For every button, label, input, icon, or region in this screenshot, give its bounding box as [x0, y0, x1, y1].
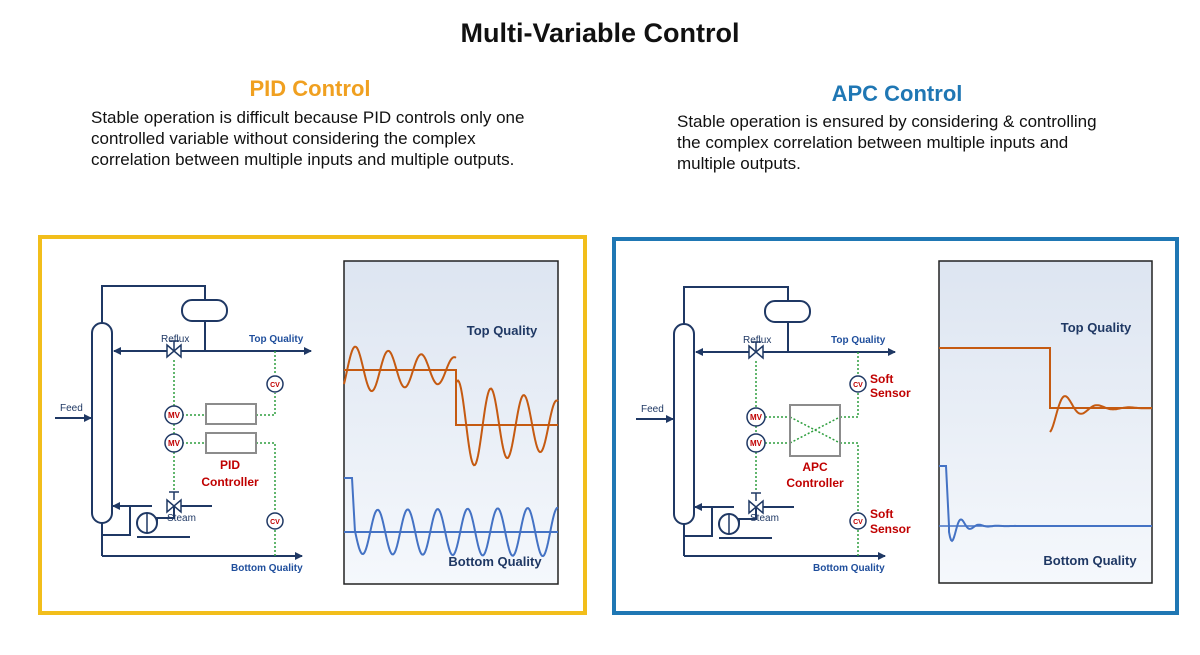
apc-soft-sensor-label: Sensor — [870, 386, 911, 400]
pid-signal-lines — [173, 351, 276, 556]
svg-text:CV: CV — [853, 382, 863, 389]
pid-heading: PID Control — [249, 76, 371, 101]
apc-controller-label: Controller — [786, 476, 844, 490]
pid-mv-icon: MV — [164, 405, 184, 425]
pid-controller-label: PID — [220, 458, 240, 472]
apc-controller-label: APC — [802, 460, 828, 474]
apc-reflux-label: Reflux — [743, 335, 771, 346]
apc-distillation-column — [673, 323, 695, 525]
apc-controller-box — [789, 404, 841, 457]
pid-bottom-quality-trace — [344, 477, 559, 558]
pid-reflux-drum — [181, 299, 228, 322]
pid-description: Stable operation is difficult because PI… — [91, 108, 525, 169]
pid-frame — [38, 235, 587, 615]
apc-vapor-return-line — [694, 503, 734, 511]
svg-text:MV: MV — [750, 413, 763, 422]
apc-steam-valve-icon — [748, 492, 764, 515]
pid-bottom-quality-label: Bottom Quality — [231, 563, 303, 574]
apc-overhead-line — [683, 286, 789, 324]
pid-distillation-column — [91, 322, 113, 524]
svg-text:MV: MV — [168, 439, 181, 448]
pid-controller-box — [205, 432, 257, 454]
apc-reflux-valve-icon — [748, 341, 764, 360]
apc-chart-bottom-label: Bottom Quality — [1043, 553, 1137, 568]
apc-bottom-quality-label: Bottom Quality — [813, 563, 885, 574]
apc-steam-line — [738, 506, 794, 524]
apc-top-setpoint-line — [939, 347, 1152, 409]
svg-text:MV: MV — [750, 439, 763, 448]
apc-soft-sensor-label: Soft — [870, 507, 893, 521]
svg-text:CV: CV — [270, 382, 280, 389]
svg-text:CV: CV — [853, 519, 863, 526]
apc-heading: APC Control — [831, 81, 963, 106]
pid-chart-bottom-label: Bottom Quality — [448, 554, 542, 569]
apc-chart-top-label: Top Quality — [1061, 320, 1132, 335]
apc-mv-icon: MV — [746, 407, 766, 427]
svg-text:CV: CV — [270, 519, 280, 526]
pid-response-chart — [343, 260, 559, 585]
apc-feed-label: Feed — [641, 404, 664, 415]
pid-top-setpoint-line — [344, 369, 558, 426]
apc-soft-sensor-label: Soft — [870, 372, 893, 386]
pid-controller-label: Controller — [201, 475, 259, 489]
pid-chart-top-label: Top Quality — [467, 323, 538, 338]
apc-cv-icon: CV — [849, 512, 867, 530]
pid-steam-valve-icon — [166, 491, 182, 514]
pid-top-quality-trace — [343, 345, 559, 467]
pid-reflux-label: Reflux — [161, 334, 189, 345]
pid-panel: Feed Reflux Top Quality Steam Bottom Qua… — [38, 235, 587, 615]
apc-frame — [612, 237, 1179, 615]
pid-steam-line — [156, 505, 212, 523]
apc-panel: Feed Reflux Top Quality Steam Bottom Qua… — [612, 237, 1179, 615]
pid-vapor-return-line — [112, 502, 152, 510]
apc-top-quality-trace — [1049, 395, 1152, 433]
apc-cv-icon: CV — [849, 375, 867, 393]
apc-steam-label: Steam — [750, 513, 779, 524]
pid-reflux-valve-icon — [166, 340, 182, 359]
apc-response-chart — [938, 260, 1153, 584]
pid-feed-label: Feed — [60, 403, 83, 414]
apc-top-quality-label: Top Quality — [831, 335, 886, 346]
pid-cv-icon: CV — [266, 375, 284, 393]
pid-mv-icon: MV — [164, 433, 184, 453]
pid-top-quality-label: Top Quality — [249, 334, 304, 345]
apc-bottom-quality-trace — [939, 465, 1152, 543]
apc-reflux-drum — [764, 300, 811, 323]
apc-mv-icon: MV — [746, 433, 766, 453]
apc-description: Stable operation is ensured by consideri… — [677, 112, 1097, 173]
pid-controller-box — [205, 403, 257, 425]
apc-soft-sensor-label: Sensor — [870, 522, 911, 536]
apc-signal-lines — [755, 352, 859, 556]
svg-text:MV: MV — [168, 411, 181, 420]
pid-overhead-line — [101, 285, 206, 323]
pid-cv-icon: CV — [266, 512, 284, 530]
pid-steam-label: Steam — [167, 513, 196, 524]
main-title: Multi-Variable Control — [460, 18, 740, 48]
